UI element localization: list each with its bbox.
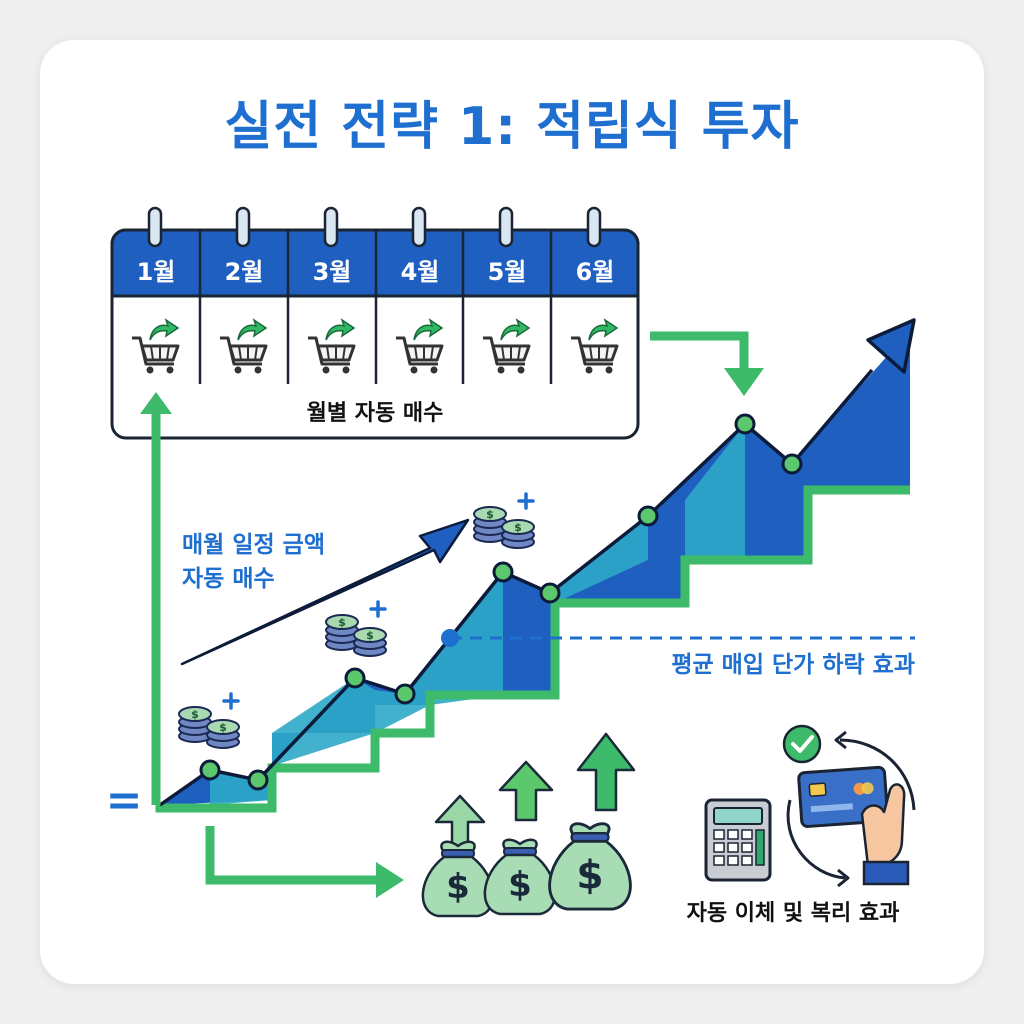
money-bags-group [421,732,636,918]
check-circle-icon [782,724,822,764]
data-point [539,582,561,604]
month-label: 5월 [488,258,527,286]
calendar-ring [147,206,163,248]
money-bag-icon [548,822,632,911]
month-label: 3월 [313,258,352,286]
infographic-card [40,40,984,984]
calculator-icon [704,798,772,882]
data-point [781,453,803,475]
auto-transfer-label: 자동 이체 및 복리 효과 [687,901,900,926]
data-point [637,505,659,527]
coin-stack-icon [324,600,388,658]
up-arrow-icon [434,794,486,850]
page-title: 실전 전략 1: 적립식 투자 [224,97,800,157]
calendar-ring [498,206,514,248]
data-point [199,759,221,781]
auto-transfer-group: 자동 이체 및 복리 효과 [687,724,916,926]
equals-mark: = [106,775,143,826]
month-label: 4월 [401,258,440,286]
hand-icon [860,783,910,886]
growth-chart: 평균 매입 단가 하락 효과 [155,318,916,813]
data-point [344,667,366,689]
calendar-ring [586,206,602,248]
data-point [247,769,269,791]
monthly-buy-arrow [180,518,470,666]
up-arrow-icon [576,732,636,812]
data-point [492,561,514,583]
data-point [734,413,756,435]
average-cost-marker [441,629,459,647]
calendar: 1월 2월 3월 4월 5월 6월 월별 자동 매수 [110,206,640,440]
calendar-ring [323,206,339,248]
flow-arrows [140,331,764,898]
calendar-ring [235,206,251,248]
month-label: 1월 [137,258,176,286]
coin-stack-icon [472,492,536,550]
trend-arrowhead [866,318,916,374]
month-label: 2월 [225,258,264,286]
coin-stack-icon [177,692,241,750]
money-bag-icon [421,840,495,918]
calendar-caption: 월별 자동 매수 [307,401,444,426]
data-point [394,683,416,705]
money-bag-icon [483,838,557,916]
month-label: 6월 [576,258,615,286]
up-arrow-icon [498,760,554,822]
monthly-buy-label-line2: 자동 매수 [182,566,275,592]
average-cost-label: 평균 매입 단가 하락 효과 [671,652,915,678]
monthly-buy-label-line1: 매월 일정 금액 [182,532,325,558]
calendar-ring [411,206,427,248]
